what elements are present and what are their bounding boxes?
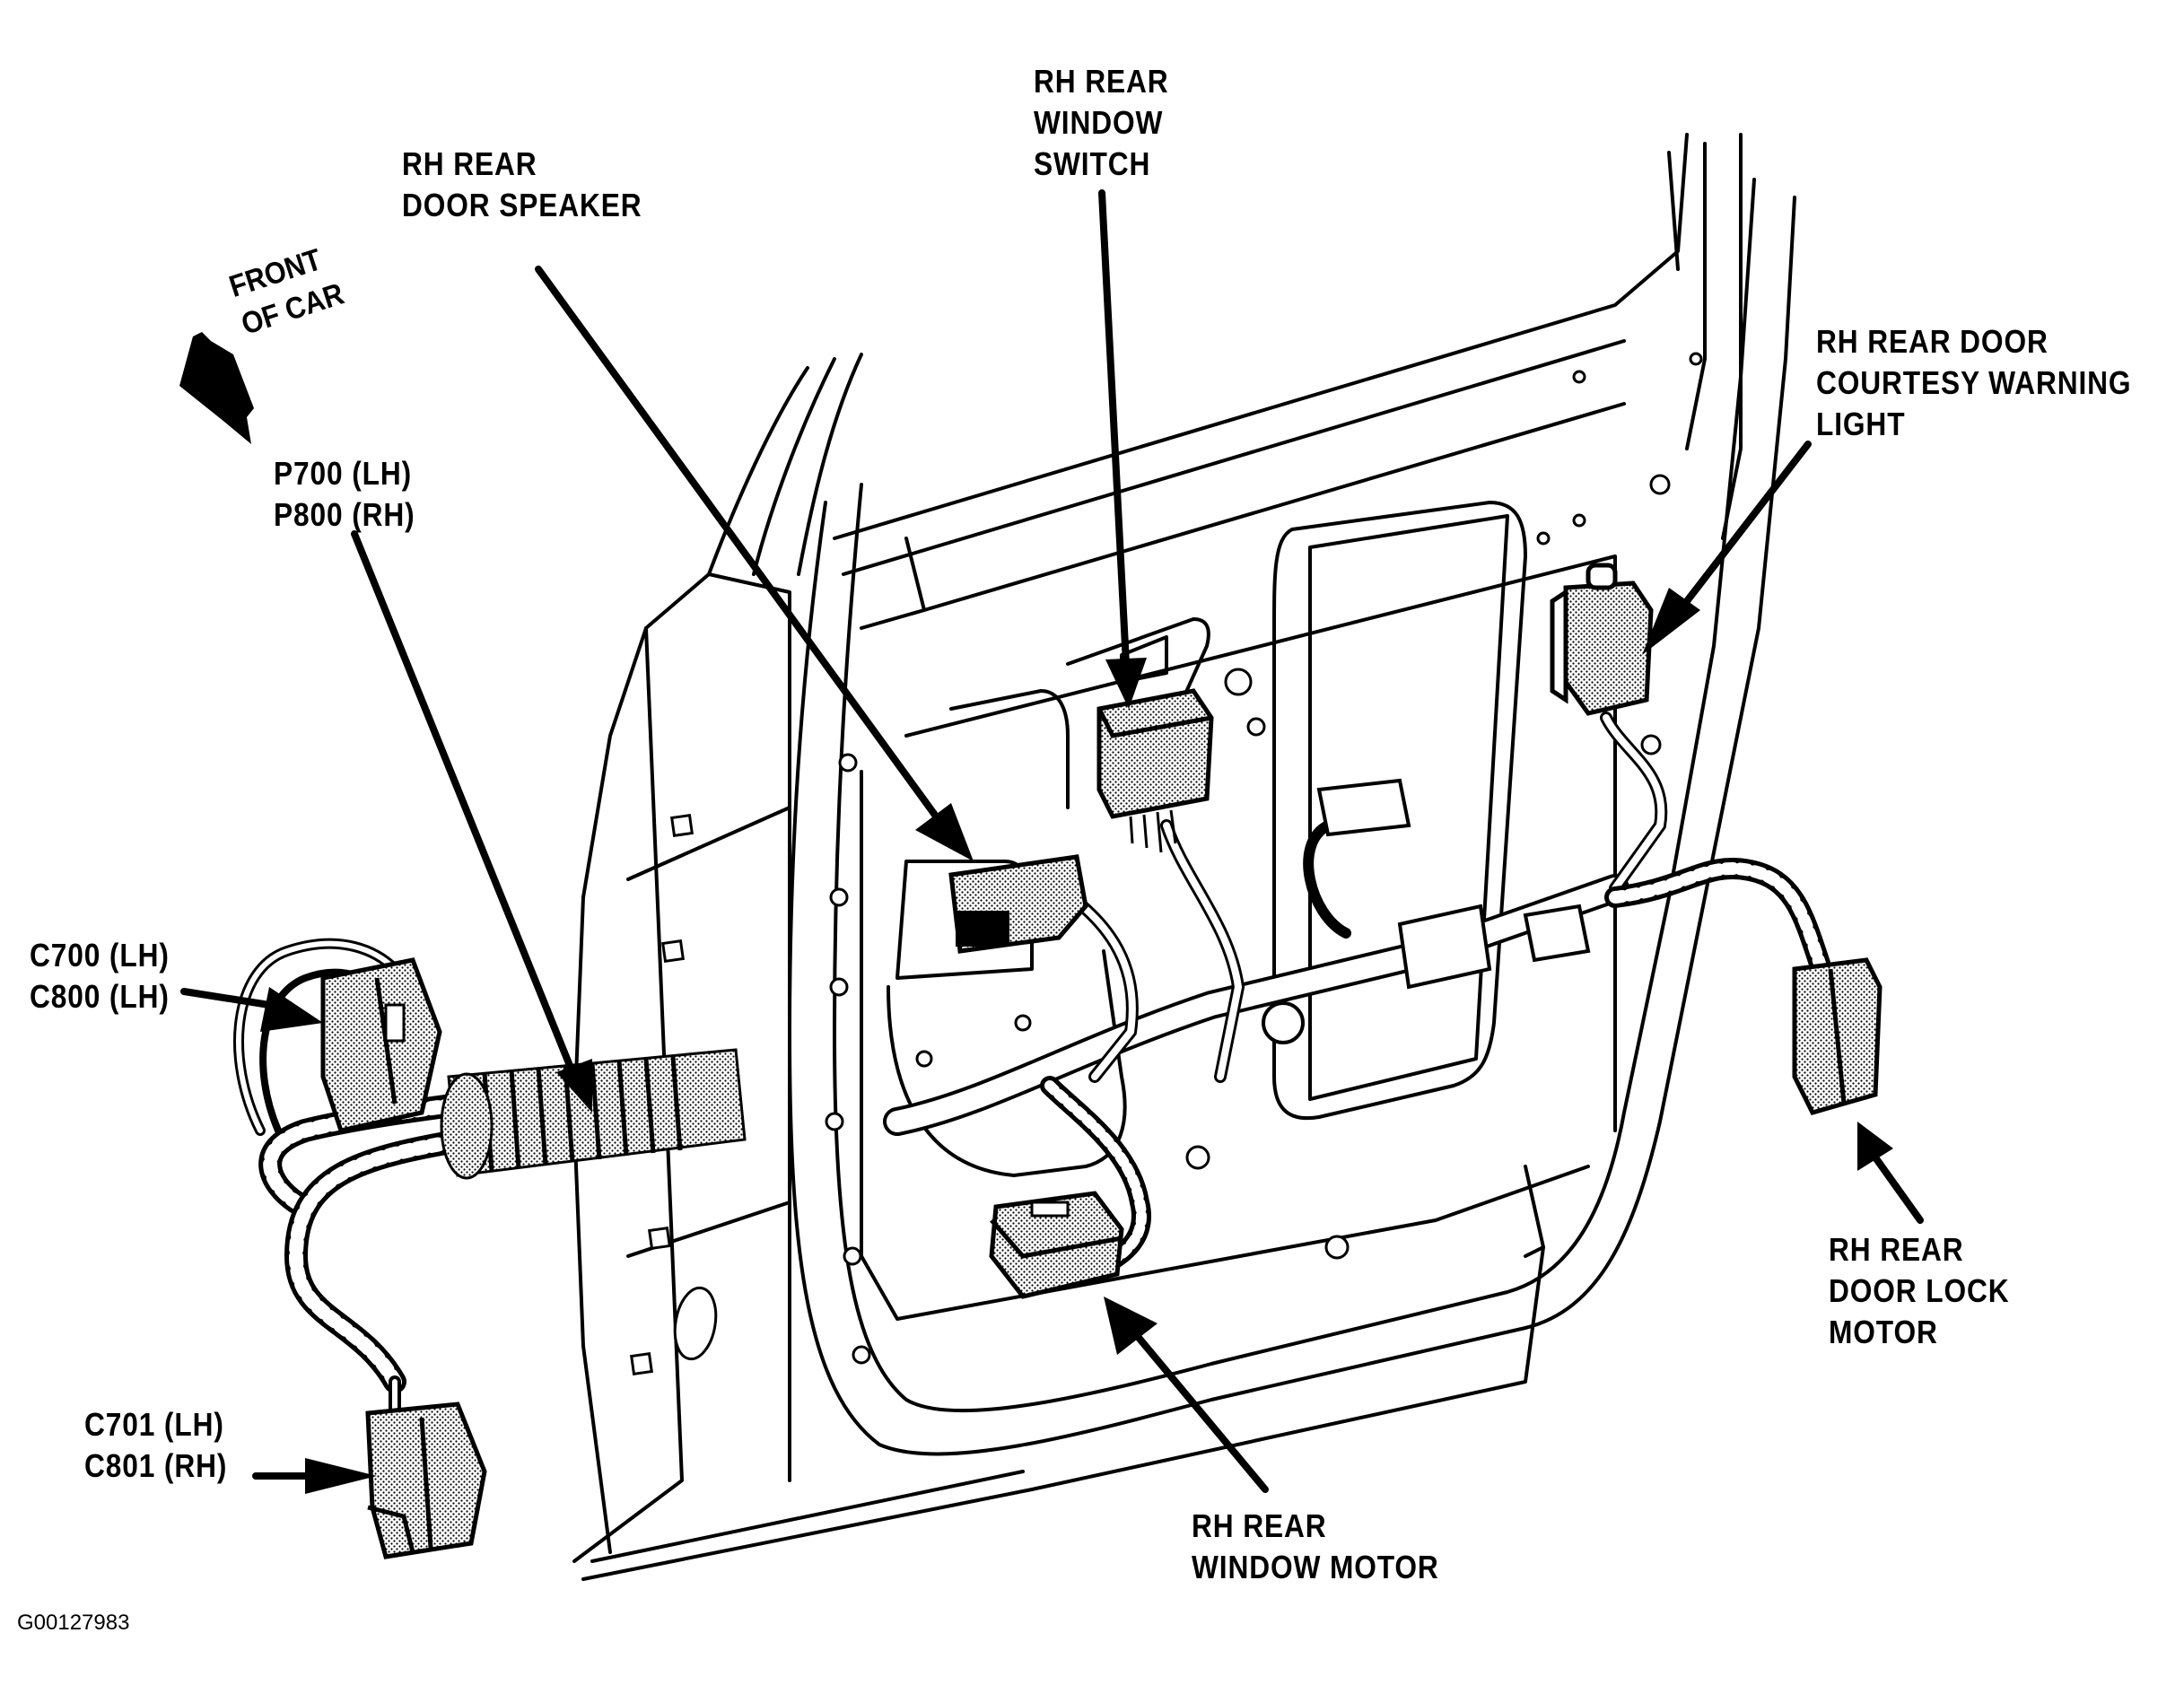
- label-lock-motor: RH REAR DOOR LOCK MOTOR: [1829, 1229, 2010, 1353]
- leader-c701: [252, 1458, 377, 1494]
- label-courtesy-light-line-3: LIGHT: [1816, 406, 1906, 442]
- label-c700-line-1: C700 (LH): [30, 937, 170, 974]
- label-door-speaker-line-2: DOOR SPEAKER: [402, 187, 642, 223]
- window-switch-connector: [1096, 688, 1214, 853]
- connector-c701: [365, 1401, 487, 1559]
- lock-motor-connector: [1792, 957, 1883, 1115]
- label-courtesy-light-line-2: COURTESY WARNING: [1816, 364, 2132, 401]
- courtesy-light-connector: [1550, 563, 1654, 716]
- label-window-switch-line-1: RH REAR: [1034, 63, 1169, 100]
- leader-courtesy-light: [1642, 441, 1812, 655]
- label-courtesy-light: RH REAR DOOR COURTESY WARNING LIGHT: [1816, 321, 2131, 445]
- label-window-motor: RH REAR WINDOW MOTOR: [1192, 1506, 1439, 1588]
- label-window-motor-line-2: WINDOW MOTOR: [1192, 1549, 1439, 1585]
- leader-lock-motor: [1857, 1122, 1924, 1224]
- label-c700-line-2: C800 (LH): [30, 978, 170, 1015]
- leader-door-speaker: [535, 266, 974, 861]
- leader-c700: [180, 987, 323, 1032]
- figure-id: G00127983: [17, 1611, 130, 1635]
- leader-p700: [351, 530, 592, 1113]
- wiring-harness: [233, 712, 1832, 1442]
- label-window-switch-line-2: WINDOW: [1034, 104, 1164, 141]
- arrow-left-icon: [179, 332, 254, 444]
- latch-components: [1262, 778, 1591, 1044]
- label-lock-motor-line-3: MOTOR: [1829, 1314, 1938, 1350]
- label-p700-line-2: P800 (RH): [274, 496, 415, 533]
- grommet-p700: [440, 1048, 747, 1180]
- label-c701-line-2: C801 (RH): [84, 1447, 228, 1484]
- leader-window-switch: [1098, 189, 1147, 709]
- door-fasteners: [630, 352, 1703, 1375]
- label-courtesy-light-line-1: RH REAR DOOR: [1816, 323, 2049, 360]
- label-lock-motor-line-2: DOOR LOCK: [1829, 1272, 2010, 1309]
- label-c701-line-1: C701 (LH): [84, 1406, 224, 1443]
- label-lock-motor-line-1: RH REAR: [1829, 1231, 1964, 1268]
- label-door-speaker-line-1: RH REAR: [402, 145, 537, 182]
- label-window-motor-line-1: RH REAR: [1192, 1507, 1327, 1544]
- label-window-switch-line-3: SWITCH: [1034, 145, 1151, 182]
- leader-window-motor: [1104, 1297, 1269, 1493]
- label-c700: C700 (LH) C800 (LH): [30, 935, 170, 1017]
- label-window-switch: RH REAR WINDOW SWITCH: [1034, 61, 1168, 185]
- label-c701: C701 (LH) C801 (RH): [84, 1404, 227, 1487]
- label-door-speaker: RH REAR DOOR SPEAKER: [402, 144, 642, 226]
- label-p700: P700 (LH) P800 (RH): [274, 453, 415, 536]
- connector-c700: [320, 957, 442, 1133]
- door-frame: [572, 133, 1796, 1581]
- speaker-connector: [948, 854, 1088, 954]
- window-motor-connector: [989, 1191, 1124, 1299]
- callout-leaders: [180, 189, 1924, 1494]
- label-p700-line-1: P700 (LH): [274, 455, 413, 492]
